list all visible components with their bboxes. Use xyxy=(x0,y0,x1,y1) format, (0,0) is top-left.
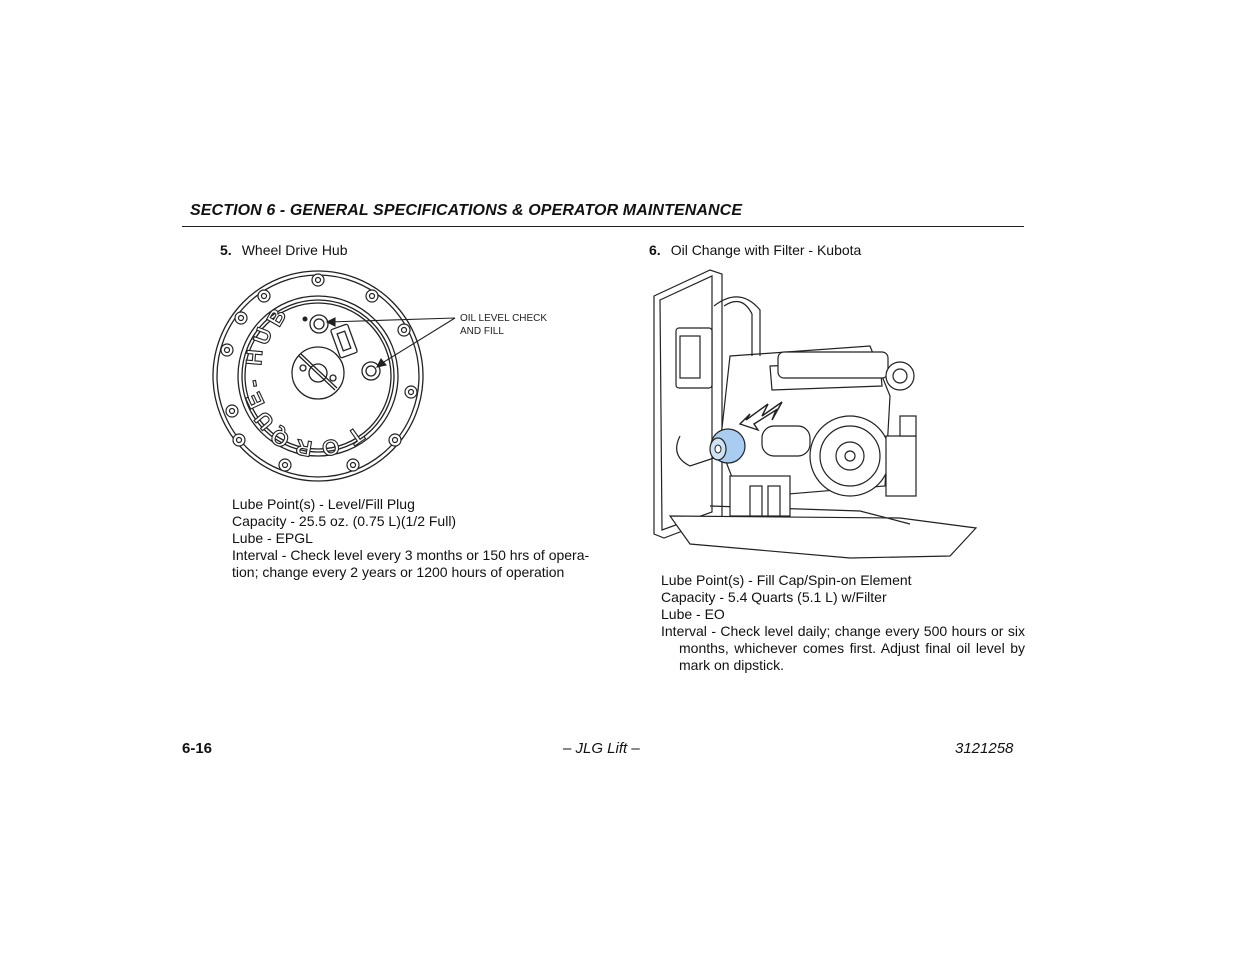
item-5-lube: Lube - EPGL xyxy=(232,530,313,546)
item-6-heading: 6. Oil Change with Filter - Kubota xyxy=(649,242,861,258)
engine-base-plate xyxy=(668,515,978,559)
item-6-title: Oil Change with Filter - Kubota xyxy=(670,242,862,258)
svg-text:-: - xyxy=(240,378,266,390)
item-5-capacity: Capacity - 25.5 oz. (0.75 L)(1/2 Full) xyxy=(232,513,457,529)
svg-text:R: R xyxy=(294,434,314,461)
page-number: 6-16 xyxy=(182,740,213,757)
footer-center: – JLG Lift – xyxy=(563,740,640,757)
document-number: 3121258 xyxy=(955,740,1014,757)
item-5-interval-line-2: tion; change every 2 years or 1200 hours… xyxy=(232,564,565,580)
item-6-lube-point: Lube Point(s) - Fill Cap/Spin-on Element xyxy=(661,572,912,588)
item-5-heading: 5. Wheel Drive Hub xyxy=(220,242,348,258)
item-6-interval: Interval - Check level daily; change eve… xyxy=(661,623,1025,673)
svg-text:H: H xyxy=(241,348,267,366)
oil-level-callout: OIL LEVEL CHECK AND FILL xyxy=(460,312,547,338)
item-6-specs: Lube Point(s) - Fill Cap/Spin-on Element… xyxy=(661,572,1025,674)
callout-line-1: OIL LEVEL CHECK xyxy=(460,313,548,324)
item-6-lube: Lube - EO xyxy=(661,606,725,622)
svg-text:Q: Q xyxy=(266,423,293,453)
oil-filter-highlight xyxy=(709,428,746,464)
svg-text:E: E xyxy=(241,389,270,413)
wheel-drive-hub-figure: B U H - E U Q R O T xyxy=(212,270,456,482)
kubota-engine-figure xyxy=(653,269,978,559)
hub-outer-flange xyxy=(212,270,424,482)
item-5-number: 5. xyxy=(220,242,232,258)
svg-text:O: O xyxy=(319,433,342,462)
item-5-specs: Lube Point(s) - Level/Fill Plug Capacity… xyxy=(232,496,589,581)
item-6-capacity: Capacity - 5.4 Quarts (5.1 L) w/Filter xyxy=(661,589,887,605)
callout-line-2: AND FILL xyxy=(460,326,504,337)
filter-arrow-icon xyxy=(738,401,783,432)
section-title: SECTION 6 - GENERAL SPECIFICATIONS & OPE… xyxy=(190,202,743,219)
item-5-title: Wheel Drive Hub xyxy=(241,242,348,258)
engine-manifold xyxy=(777,351,889,379)
item-5-lube-point: Lube Point(s) - Level/Fill Plug xyxy=(232,496,415,512)
header-rule xyxy=(182,226,1024,227)
bolt-holes xyxy=(220,273,418,472)
hub-dot xyxy=(302,316,308,322)
item-6-number: 6. xyxy=(649,242,661,258)
item-5-interval-line-1: Interval - Check level every 3 months or… xyxy=(232,547,590,563)
